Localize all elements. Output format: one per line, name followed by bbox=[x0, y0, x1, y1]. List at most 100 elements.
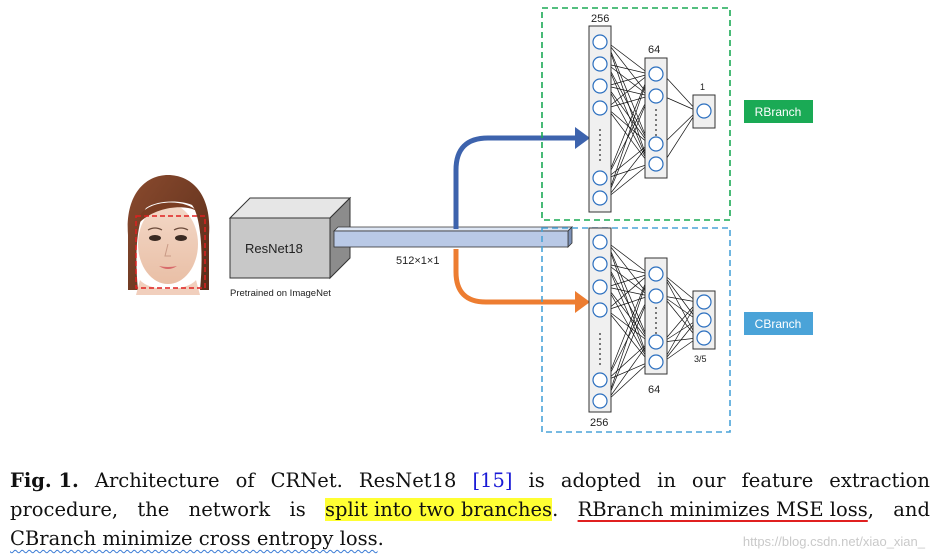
connection-line bbox=[662, 319, 698, 343]
cbranch-badge-label: CBranch bbox=[755, 317, 802, 331]
ellipsis-dot bbox=[655, 332, 657, 334]
caption-line-1: Fig. 1. Architecture of CRNet. ResNet18 … bbox=[10, 466, 930, 495]
ellipsis-dot bbox=[655, 312, 657, 314]
neuron-node bbox=[696, 103, 712, 119]
caption-word: CRNet. bbox=[270, 469, 343, 492]
neuron-node bbox=[696, 330, 712, 346]
ellipsis-dot bbox=[599, 154, 601, 156]
cbranch-layer2-label: 64 bbox=[648, 384, 660, 396]
connection-line bbox=[606, 73, 650, 199]
ellipsis-dot bbox=[599, 159, 601, 161]
layer-box bbox=[588, 227, 612, 413]
caption-word: of bbox=[235, 469, 255, 492]
caption-word: is bbox=[528, 469, 545, 492]
connection-line bbox=[662, 319, 698, 363]
connection-line bbox=[662, 95, 698, 112]
connection-line bbox=[606, 41, 650, 145]
caption-word: feature bbox=[741, 469, 814, 492]
cbranch-dashed-box bbox=[541, 227, 731, 433]
caption-punctuation: . bbox=[377, 527, 384, 550]
ellipsis-dot bbox=[655, 307, 657, 309]
rbranch-badge bbox=[744, 100, 813, 123]
pretrained-label: Pretrained on ImageNet bbox=[230, 288, 331, 299]
connection-line bbox=[606, 85, 650, 165]
connection-line bbox=[606, 295, 650, 402]
rbranch-network bbox=[588, 25, 716, 213]
neuron-node bbox=[648, 88, 664, 104]
neuron-node bbox=[592, 34, 608, 50]
wavy-underlined-phrase: CBranch minimize cross entropy loss bbox=[10, 527, 378, 550]
connection-line bbox=[606, 95, 650, 199]
connection-line bbox=[606, 309, 650, 363]
ellipsis-dot bbox=[599, 358, 601, 360]
caption-word: and bbox=[893, 498, 930, 521]
connection-line bbox=[662, 301, 698, 363]
resnet18-label: ResNet18 bbox=[245, 241, 303, 256]
caption-word: is bbox=[289, 498, 306, 521]
connection-line bbox=[606, 41, 650, 165]
caption-word: adopted bbox=[560, 469, 642, 492]
connection-line bbox=[662, 273, 698, 339]
highlighted-phrase: split into two branches bbox=[325, 498, 553, 521]
connection-line bbox=[662, 273, 698, 303]
connection-line bbox=[606, 73, 650, 87]
caption-punctuation: . bbox=[552, 498, 559, 521]
layer-box bbox=[588, 25, 612, 213]
connection-line bbox=[606, 63, 650, 145]
neuron-node bbox=[592, 393, 608, 409]
feature-size-label: 512×1×1 bbox=[396, 255, 439, 267]
connection-line bbox=[606, 41, 650, 75]
caption-word: procedure, bbox=[10, 498, 119, 521]
caption-word: network bbox=[188, 498, 271, 521]
connection-line bbox=[662, 295, 698, 303]
connection-line bbox=[662, 301, 698, 343]
neuron-node bbox=[592, 234, 608, 250]
connection-line bbox=[662, 110, 698, 145]
connection-line bbox=[662, 337, 698, 363]
cbranch-layer1-label: 256 bbox=[590, 417, 608, 429]
connection-line bbox=[606, 273, 650, 381]
cbranch-output-label: 3/5 bbox=[694, 354, 707, 364]
connection-line bbox=[606, 295, 650, 311]
neuron-node bbox=[592, 190, 608, 206]
neuron-node bbox=[648, 66, 664, 82]
connection-line bbox=[606, 63, 650, 165]
connection-line bbox=[606, 361, 650, 402]
face-crop-box bbox=[135, 215, 206, 289]
ellipsis-dot bbox=[655, 119, 657, 121]
cbranch-network bbox=[588, 227, 716, 413]
neuron-node bbox=[648, 156, 664, 172]
connection-line bbox=[606, 273, 650, 288]
ellipsis-dot bbox=[599, 134, 601, 136]
citation-link[interactable]: [15] bbox=[472, 469, 513, 492]
connection-line bbox=[606, 73, 650, 179]
caption-word: extraction bbox=[829, 469, 930, 492]
rbranch-output-label: 1 bbox=[700, 82, 705, 92]
connection-line bbox=[662, 73, 698, 112]
neuron-node bbox=[592, 302, 608, 318]
neuron-node bbox=[592, 372, 608, 388]
connection-line bbox=[606, 263, 650, 363]
connection-line bbox=[662, 295, 698, 339]
resnet18-block bbox=[228, 196, 352, 280]
ellipsis-dot bbox=[655, 317, 657, 319]
ellipsis-dot bbox=[599, 129, 601, 131]
neuron-node bbox=[648, 288, 664, 304]
connection-line bbox=[606, 143, 650, 199]
neuron-node bbox=[648, 334, 664, 350]
connection-line bbox=[606, 95, 650, 109]
ellipsis-dot bbox=[599, 139, 601, 141]
cbranch-badge bbox=[744, 312, 813, 335]
ellipsis-dot bbox=[599, 338, 601, 340]
ellipsis-dot bbox=[655, 327, 657, 329]
arrow-to-rbranch bbox=[453, 127, 590, 229]
neuron-node bbox=[592, 256, 608, 272]
neuron-node bbox=[696, 312, 712, 328]
feature-vector-bar bbox=[333, 226, 573, 248]
red-underlined-phrase: RBranch minimizes MSE loss bbox=[577, 498, 868, 521]
connection-line bbox=[662, 337, 698, 343]
ellipsis-dot bbox=[655, 124, 657, 126]
connection-line bbox=[606, 241, 650, 275]
connection-line bbox=[606, 241, 650, 363]
caption-word: our bbox=[691, 469, 726, 492]
